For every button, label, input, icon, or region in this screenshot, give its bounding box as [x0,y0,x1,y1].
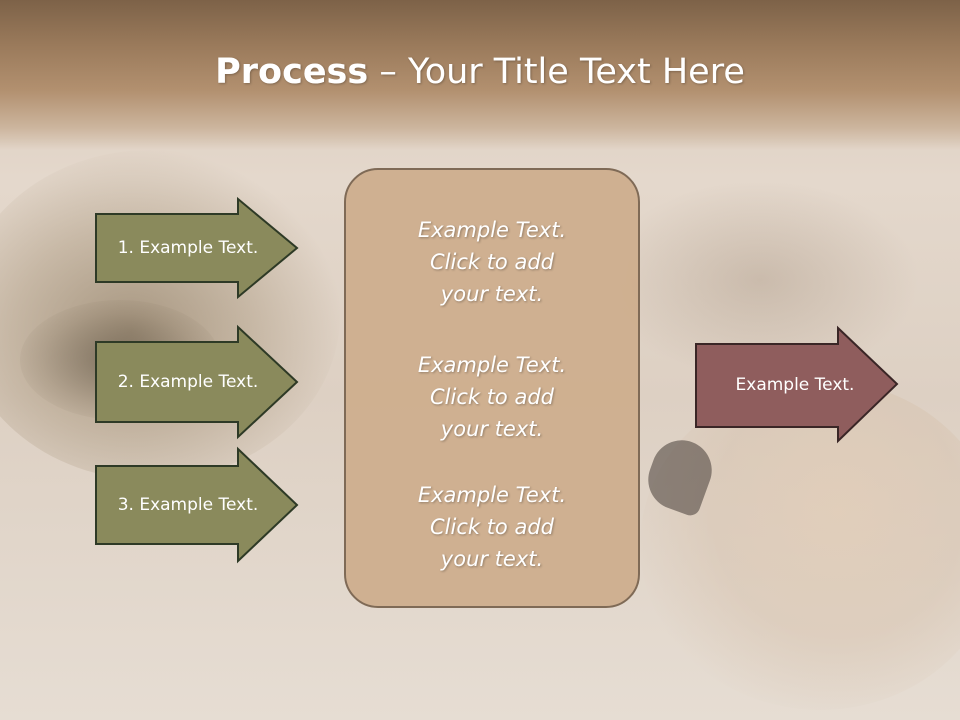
slide-title[interactable]: Process – Your Title Text Here [0,52,960,92]
arrow-step-3[interactable]: 3. Example Text. [95,446,299,564]
title-bold: Process [215,52,369,92]
background-hand-shade [640,380,960,710]
center-item-3-line1: Example Text. [417,483,567,507]
arrow-step-2-label: 2. Example Text. [117,372,259,392]
center-item-1-line3: your text. [440,282,544,306]
arrow-step-3-shape [95,446,299,564]
arrow-result-shape [695,325,899,444]
arrow-step-2-shape [95,324,299,440]
arrow-step-1-shape [95,196,299,300]
center-item-3[interactable]: Example Text. Click to add your text. [346,479,638,575]
arrow-result-label: Example Text. [735,374,855,395]
center-content-box[interactable]: Example Text. Click to add your text. Ex… [344,168,640,608]
center-item-2[interactable]: Example Text. Click to add your text. [346,349,638,445]
center-item-3-line2: Click to add [429,515,554,539]
arrow-step-2[interactable]: 2. Example Text. [95,324,299,440]
center-item-3-line3: your text. [440,547,544,571]
title-rest: – Your Title Text Here [368,52,745,92]
background-eye-shade [0,150,340,480]
center-item-1-line2: Click to add [429,250,554,274]
arrow-step-1-label: 1. Example Text. [117,238,259,258]
center-item-1-line1: Example Text. [417,218,567,242]
arrow-step-3-label: 3. Example Text. [117,495,259,515]
center-item-2-line1: Example Text. [417,353,567,377]
center-item-2-line2: Click to add [429,385,554,409]
center-item-2-line3: your text. [440,417,544,441]
arrow-result[interactable]: Example Text. [695,325,899,444]
center-item-1[interactable]: Example Text. Click to add your text. [346,214,638,310]
title-band [0,0,960,150]
arrow-step-1[interactable]: 1. Example Text. [95,196,299,300]
